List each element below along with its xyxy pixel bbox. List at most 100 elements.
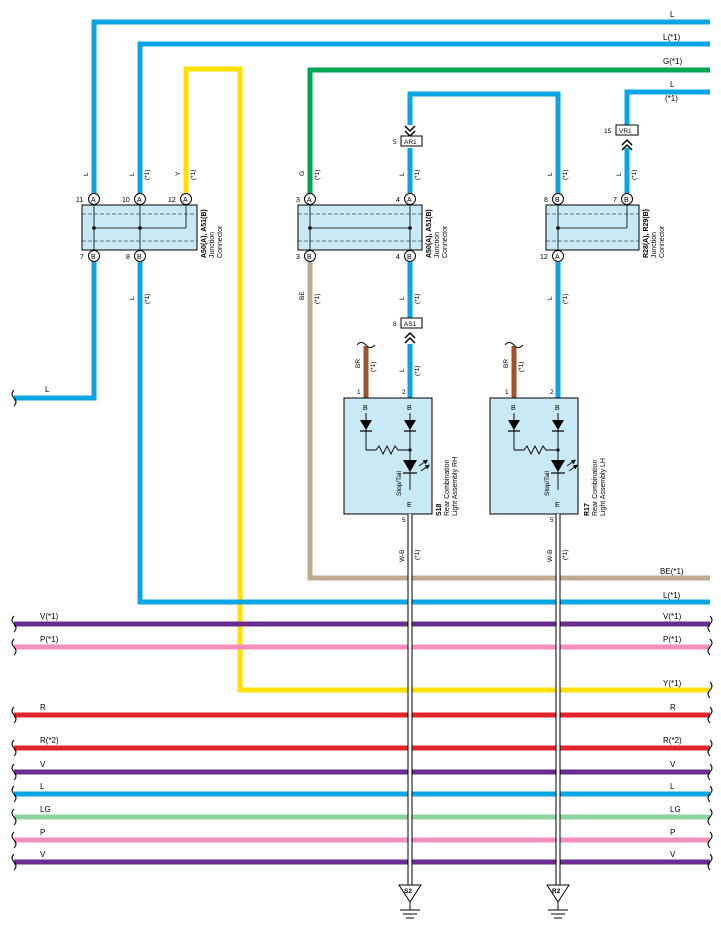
lamp-lh: BR (*1) 1 2 B B Stop/Tail E 5 R17 Rear C…: [489, 342, 607, 524]
jc3-wire-labels: L (*1) L (*1) L (*1): [547, 170, 638, 304]
wire-y: [183, 66, 710, 693]
jc3-pin-12a: [552, 250, 564, 262]
break-mark-bus-7-R: [707, 808, 713, 826]
lamp-rh: BR (*1) L (*1) 1 2 B B Stop/Tail E 5 S18…: [343, 342, 459, 524]
svg-text:A: A: [91, 197, 96, 204]
diode-lh-2: [552, 420, 564, 430]
ground-s2: S2: [398, 884, 422, 919]
wire-label-be: BE(*1): [660, 567, 684, 576]
connector-as1: AS1 8: [393, 317, 423, 344]
svg-text:8: 8: [126, 254, 130, 261]
svg-text:Junction: Junction: [209, 232, 216, 258]
svg-text:10: 10: [122, 197, 130, 204]
svg-text:A: A: [137, 197, 142, 204]
led-rh: [403, 460, 417, 472]
jc2-pin-4b: [404, 250, 416, 262]
svg-text:(*1): (*1): [144, 294, 151, 304]
svg-text:A: A: [555, 254, 560, 261]
svg-text:12: 12: [168, 197, 176, 204]
svg-text:BR: BR: [503, 359, 510, 368]
svg-text:Connector: Connector: [442, 225, 449, 258]
jc1-wire-labels: L L (*1) Y (*1) L (*1): [83, 170, 197, 304]
break-mark-bus-9-R: [707, 853, 713, 871]
break-mark-bus-7-L: [11, 808, 17, 826]
jc1-pin-11: [88, 193, 100, 205]
jc2-pin-4a: [404, 193, 416, 205]
svg-text:11: 11: [76, 197, 83, 204]
svg-text:B: B: [407, 405, 412, 412]
ground-wires: W-B (*1) W-B (*1): [399, 514, 569, 885]
svg-text:Rear Combination: Rear Combination: [592, 459, 599, 516]
svg-text:(*1): (*1): [562, 550, 569, 560]
svg-text:(*1): (*1): [518, 362, 525, 372]
svg-text:(*1): (*1): [414, 550, 421, 560]
bus-label-left-5: V: [40, 760, 46, 769]
wire-be: [307, 262, 710, 581]
svg-text:B: B: [91, 254, 96, 261]
bus-label-left-7: LG: [40, 805, 51, 814]
svg-text:S2: S2: [404, 888, 412, 895]
bus-label-right-0: V(*1): [663, 612, 682, 621]
wire-label-l-right-note: (*1): [665, 94, 678, 103]
diode-rh-2: [404, 420, 416, 430]
bus-label-right-1: P(*1): [663, 635, 682, 644]
wire-label-l-left: L: [45, 385, 50, 394]
svg-text:2: 2: [550, 389, 554, 396]
svg-text:B: B: [307, 254, 312, 261]
svg-text:Y: Y: [175, 171, 182, 176]
svg-text:7: 7: [613, 197, 617, 204]
svg-text:(*1): (*1): [562, 170, 569, 180]
break-mark-bus-0-R: [707, 615, 713, 633]
svg-text:L: L: [129, 172, 136, 176]
svg-text:Stop/Tail: Stop/Tail: [544, 471, 551, 496]
wire-l-loop: [407, 91, 561, 196]
bus-label-right-2: Y(*1): [663, 679, 682, 688]
bus-label-right-8: P: [670, 828, 675, 837]
top-wires: L L(*1) G(*1) L (*1): [91, 10, 710, 693]
svg-text:AR1: AR1: [404, 139, 417, 146]
svg-text:E: E: [407, 502, 412, 509]
svg-text:(*1): (*1): [190, 170, 197, 180]
svg-text:3: 3: [296, 254, 300, 261]
svg-text:Connector: Connector: [217, 225, 224, 258]
lamp-lh-code: R17: [584, 503, 591, 516]
svg-text:Junction: Junction: [651, 232, 658, 258]
break-mark-bus-4-L: [11, 739, 17, 757]
break-mark-bus-5-L: [11, 763, 17, 781]
jc3-box: [545, 204, 640, 251]
lamp-rh-code: S18: [436, 503, 443, 516]
break-mark-left-l: [11, 389, 17, 407]
svg-text:7: 7: [80, 254, 84, 261]
bus-label-right-4: R(*2): [663, 736, 682, 745]
svg-text:W-B: W-B: [399, 549, 406, 562]
svg-text:L: L: [399, 172, 406, 176]
svg-text:1: 1: [505, 389, 509, 396]
svg-text:Stop/Tail: Stop/Tail: [396, 471, 403, 496]
svg-text:(*1): (*1): [370, 362, 377, 372]
svg-text:B: B: [511, 405, 516, 412]
svg-text:Junction: Junction: [434, 232, 441, 258]
jc3-pin-7b: [621, 193, 633, 205]
lamp-rh-box: [343, 397, 433, 515]
svg-text:A: A: [183, 197, 188, 204]
break-mark-bus-6-R: [707, 785, 713, 803]
svg-text:A: A: [407, 197, 412, 204]
break-mark-bus-9-L: [11, 853, 17, 871]
svg-text:B: B: [555, 405, 560, 412]
wire-g: [307, 67, 710, 196]
wire-label-l-second: L(*1): [663, 33, 681, 42]
break-mark-bus-3-L: [11, 706, 17, 724]
jc3-title: R28(A), R29(B): [643, 209, 650, 258]
svg-text:8: 8: [393, 321, 397, 328]
break-mark-bus-1-R: [707, 638, 713, 656]
break-mark-bus-3-R: [707, 706, 713, 724]
svg-text:L: L: [547, 296, 554, 300]
svg-text:15: 15: [604, 128, 612, 135]
bus-label-left-1: P(*1): [40, 635, 59, 644]
svg-text:B: B: [624, 197, 629, 204]
jc2-pin-3a: [304, 193, 316, 205]
break-mark-bus-4-R: [707, 739, 713, 757]
lamp-lh-box: [489, 397, 579, 515]
wire-l-second: [137, 41, 710, 196]
svg-text:L: L: [399, 368, 406, 372]
